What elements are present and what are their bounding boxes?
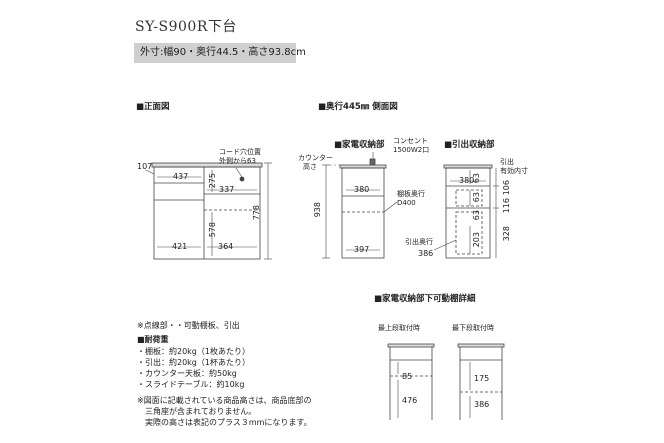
dim-380-kaden: 380 [354, 185, 370, 194]
dim-328: 328 [502, 226, 511, 242]
page-title: SY-S900R下台 [135, 19, 237, 35]
load-item-slide-table: ・スライドテーブル：約10kg [137, 380, 245, 389]
caution-line-3: 実際の高さは表記のプラス３mmになります。 [137, 418, 312, 427]
spec-bar: 外寸:幅90・奥行44.5・高さ93.8cm [134, 43, 306, 63]
dim-778: 778 [252, 205, 261, 221]
kaden-heading: ■家電収納部 [334, 140, 385, 150]
load-item-shelf: ・棚板：約20kg（1枚あたり） [137, 347, 250, 356]
load-item-drawer: ・引出：約20kg（1杯あたり） [137, 358, 250, 367]
drawer-inner-label-1: 引出 [500, 158, 514, 166]
dim-476: 476 [402, 396, 418, 405]
dim-938: 938 [313, 202, 322, 218]
cord-hole-label-2: 外側から63 [219, 157, 256, 165]
counter-label-2: 高さ [303, 163, 317, 171]
dim-63-b: 63 [472, 192, 481, 203]
front-view-heading: ■正面図 [136, 102, 170, 112]
dim-578: 578 [208, 222, 217, 238]
shelf-depth-label-1: 棚板奥行 [397, 190, 425, 198]
upper-detail-drawing [387, 343, 435, 420]
dim-107: 107 [137, 162, 153, 171]
dim-437: 437 [173, 172, 189, 181]
lower-mount-label: 最下段取付時 [452, 324, 494, 332]
outlet-label-1: コンセント [393, 137, 428, 145]
dim-337: 337 [219, 185, 235, 194]
hikidashi-heading: ■引出収納部 [444, 140, 495, 150]
dim-386-drawer: 386 [418, 249, 434, 258]
dim-421: 421 [172, 242, 188, 251]
front-view-drawing [145, 162, 272, 260]
dim-63-c: 63 [472, 210, 481, 221]
side-view-heading: ■奥行445㎜ 側面図 [318, 102, 398, 112]
load-heading: ■耐荷重 [137, 335, 169, 344]
dotted-line-note: ※点線部・・可動棚板、引出 [137, 321, 240, 330]
cord-hole-label-1: コード穴位置 [219, 148, 261, 156]
dim-364: 364 [218, 242, 234, 251]
upper-mount-label: 最上段取付時 [378, 324, 420, 332]
dim-275: 275 [208, 173, 217, 189]
dim-63-a: 63 [472, 173, 481, 184]
dim-380-hikidashi: 380 [459, 176, 475, 185]
outlet-label-2: 1500W2口 [393, 146, 430, 154]
load-item-counter: ・カウンター天板：約50kg [137, 369, 237, 378]
shelf-detail-heading: ■家電収納部下可動棚詳細 [374, 294, 476, 304]
dim-85: 85 [402, 372, 413, 381]
caution-line-2: 三角座が含まれておりません。 [137, 407, 257, 416]
dim-175: 175 [474, 374, 490, 383]
dim-106: 106 [502, 180, 511, 196]
counter-label-1: カウンター [298, 154, 333, 162]
dim-397: 397 [354, 245, 370, 254]
caution-line-1: ※図面に記載されている商品高さは、商品底部の [137, 396, 312, 405]
hikidashi-side-drawing [433, 164, 499, 259]
kaden-side-drawing [322, 152, 398, 259]
dim-386-detail: 386 [474, 400, 490, 409]
dim-203: 203 [472, 232, 481, 248]
drawer-depth-label: 引出奥行 [405, 238, 433, 246]
lower-detail-drawing [457, 343, 505, 420]
drawer-inner-label-2: 有効内寸 [500, 167, 528, 175]
shelf-depth-label-2: D400 [397, 199, 416, 207]
dim-116: 116 [502, 198, 511, 214]
